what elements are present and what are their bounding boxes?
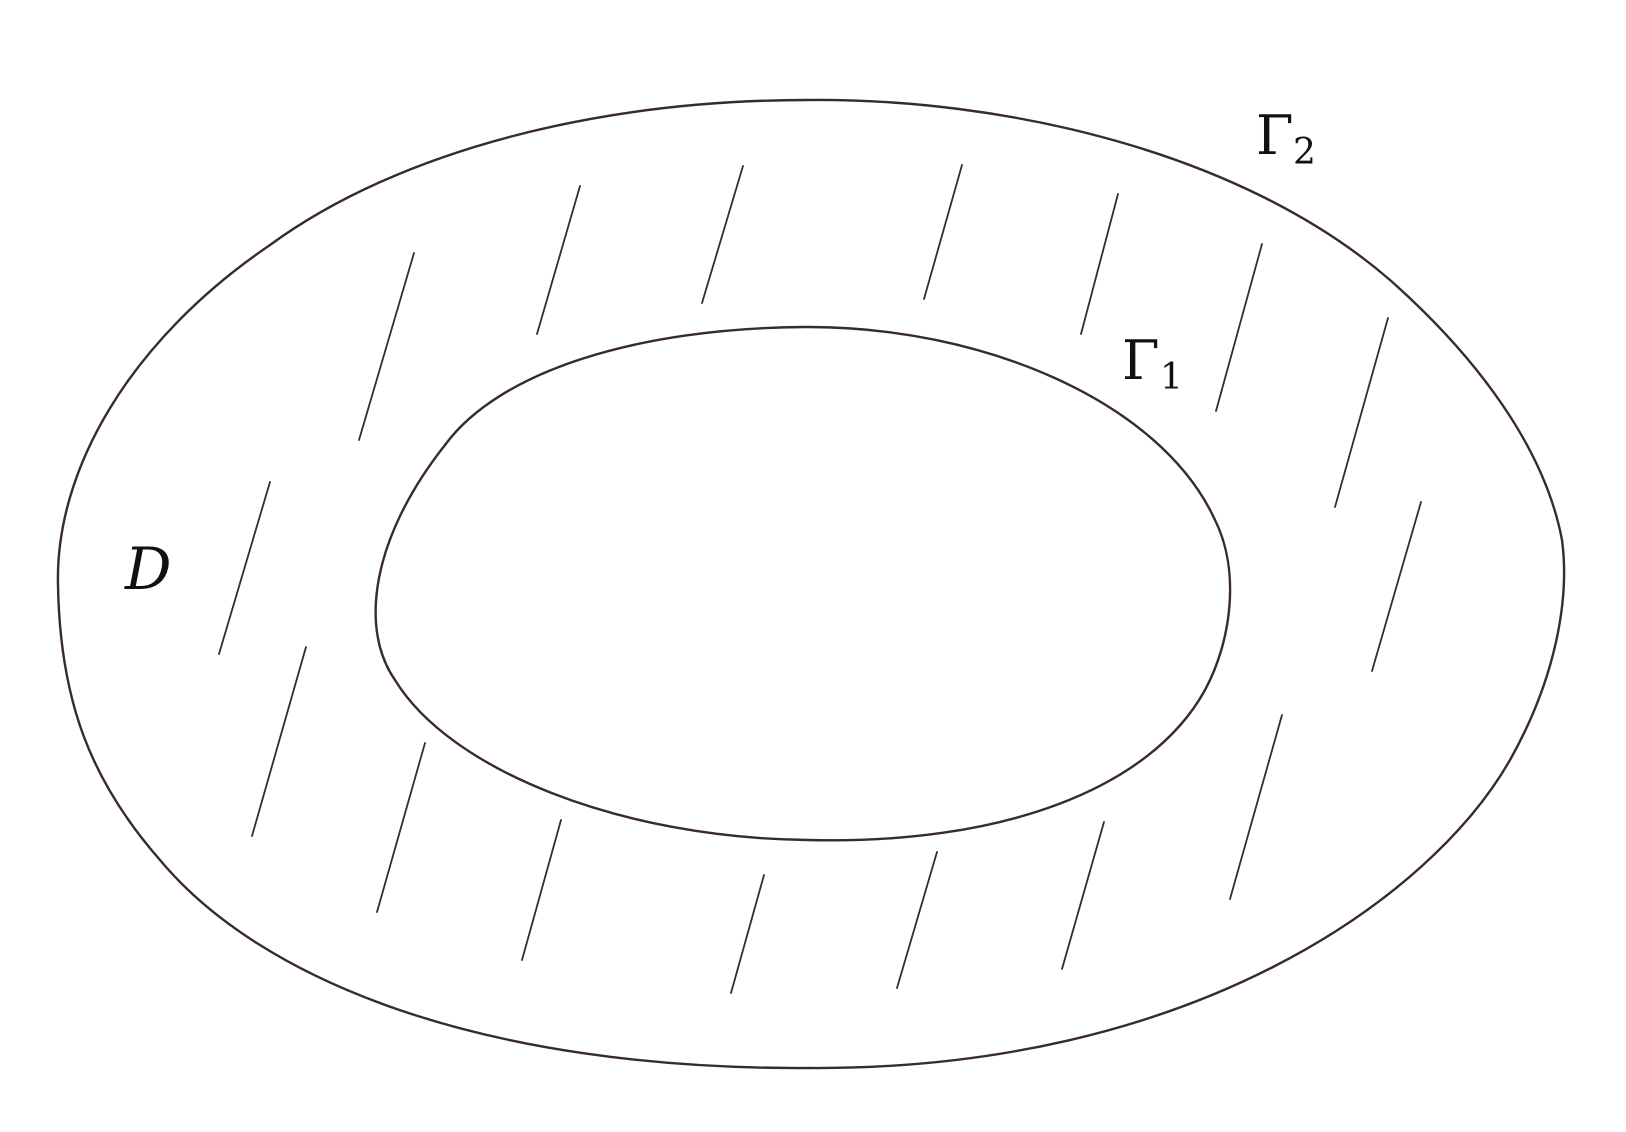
hatch-line [1215, 243, 1263, 412]
hatch-line [923, 164, 963, 300]
region-label-d: D [124, 535, 172, 603]
hatch-line [218, 481, 271, 655]
hatch-line [1061, 821, 1105, 970]
hatch-line [1229, 714, 1283, 900]
inner-curve-label-gamma: Γ [1122, 329, 1159, 392]
hatch-line [701, 165, 744, 304]
outer-curve-label-subscript: 2 [1293, 132, 1316, 173]
hatch-line [521, 819, 562, 961]
outer-curve-label: Γ 2 [1256, 104, 1316, 173]
inner-curve-gamma-1 [374, 325, 1232, 842]
inner-curve-label-subscript: 1 [1160, 357, 1183, 398]
hatch-line [730, 874, 765, 994]
outer-curve-gamma-2 [56, 98, 1566, 1070]
hatch-lines [218, 164, 1422, 994]
outer-curve-label-gamma: Γ [1256, 104, 1293, 167]
hatch-line [1080, 193, 1119, 335]
hatch-line [1371, 501, 1422, 672]
hatch-line [1334, 317, 1389, 508]
hatch-line [536, 185, 581, 335]
hatch-line [896, 851, 938, 989]
inner-curve-label: Γ 1 [1122, 329, 1183, 398]
hatch-line [358, 252, 415, 441]
hatch-line [376, 742, 426, 913]
hatch-line [251, 646, 307, 837]
